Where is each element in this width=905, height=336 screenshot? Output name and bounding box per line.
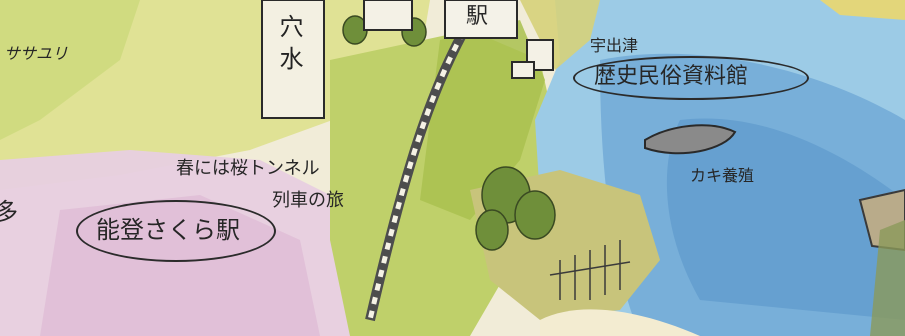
ukawa-town-label: 宇出津 [590,36,639,55]
museum-oval [573,56,809,100]
left-edge-char: 多 [0,198,18,226]
museum-label: 歴史民俗資料館 [594,64,749,89]
train-trip-label: 列車の旅 [272,190,344,211]
sakura-tunnel-label: 春には桜トンネル [176,158,320,179]
station-sign-label: 駅 [466,4,489,29]
sasayuri-label: ササユリ [4,44,69,63]
anamizu-sign-label: 穴水 [275,14,303,78]
noto-sakura-station-label: 能登さくら駅 [96,216,240,244]
noto-sakura-station-oval [76,200,276,262]
oyster-label: カキ養殖 [690,166,755,185]
